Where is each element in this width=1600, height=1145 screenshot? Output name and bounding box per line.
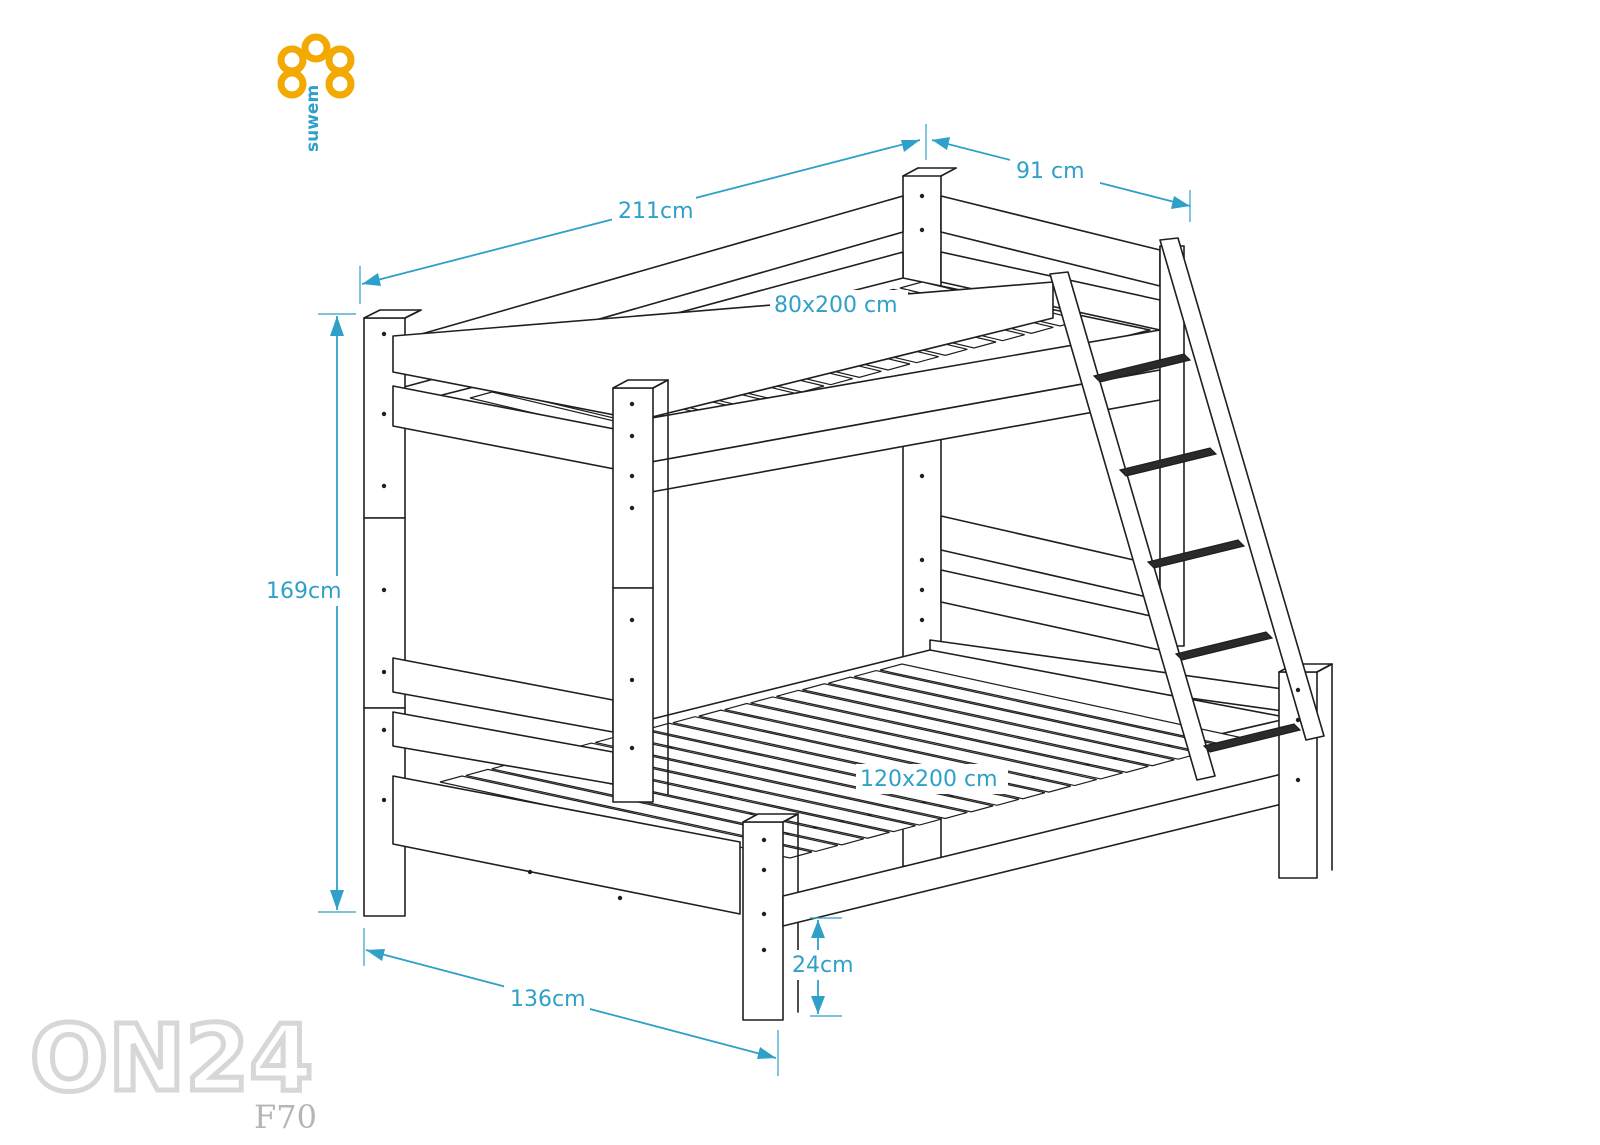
brand-logo: suwem (277, 33, 355, 152)
length-label: 211cm (618, 199, 694, 224)
height-label: 169cm (266, 579, 342, 604)
dimension-lines (318, 124, 1191, 1076)
depth-label: 91 cm (1016, 159, 1085, 184)
ladder (1049, 237, 1325, 781)
product-code: F70 (254, 1098, 317, 1136)
logo-text: suwem (303, 85, 323, 152)
flower-icon (277, 33, 355, 99)
width-label: 136cm (510, 987, 586, 1012)
lower-mattress-label: 120x200 cm (860, 767, 998, 792)
dimension-labels: 211cm 91 cm 169cm 136cm 24cm 80x200 cm 1… (264, 156, 1100, 1014)
watermark-text: ON24 (30, 1005, 313, 1112)
screw-holes (381, 193, 1301, 953)
clearance-label: 24cm (792, 953, 854, 978)
bed-drawing (363, 167, 1333, 1021)
foot-end-lower-rails (392, 657, 741, 915)
front-middle-post (612, 379, 669, 803)
upper-mattress-label: 80x200 cm (774, 293, 898, 318)
lower-back-rails (929, 515, 1291, 713)
watermark: ON24 F70 (28, 1003, 317, 1137)
